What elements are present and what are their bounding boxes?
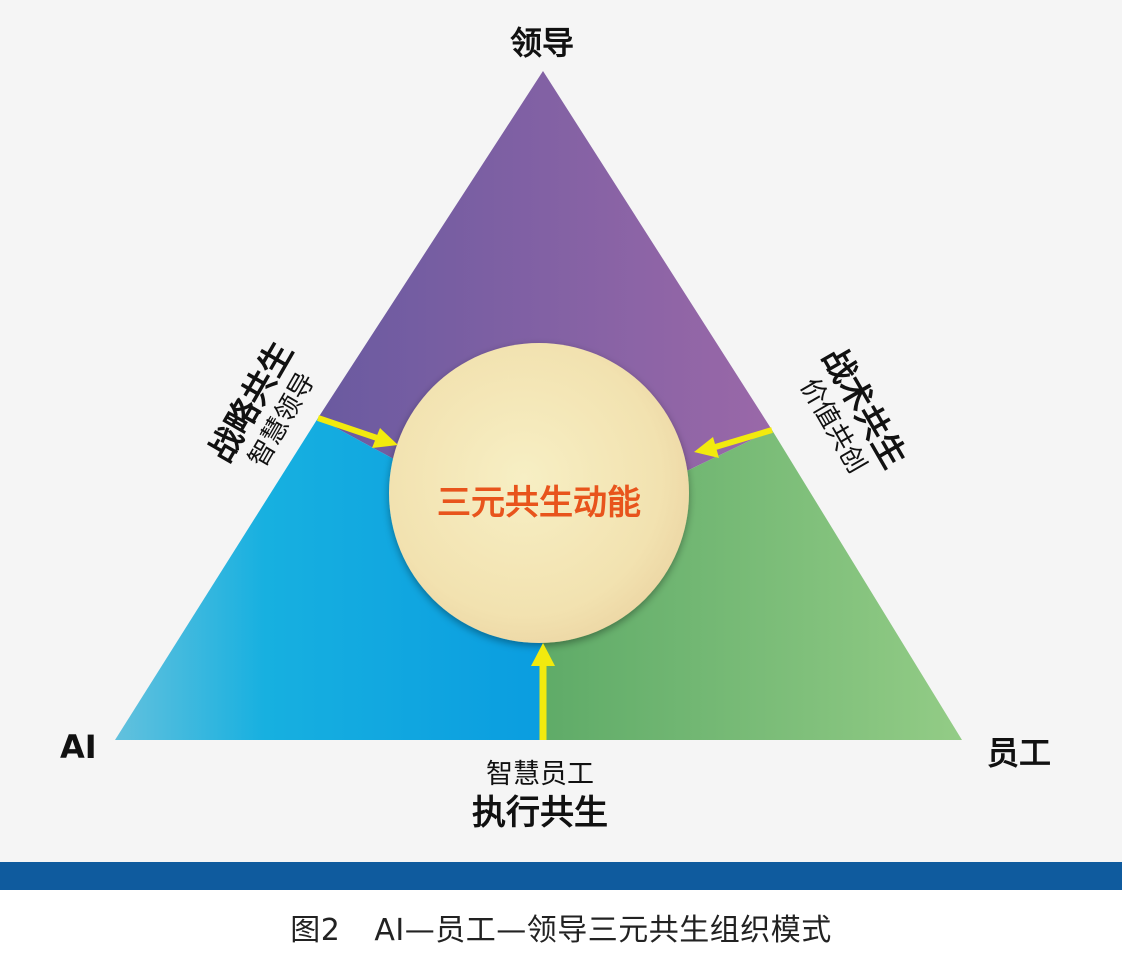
caption-text: AI—员工—领导三元共生组织模式	[374, 913, 832, 948]
bottom-side-sub: 智慧员工	[486, 759, 594, 790]
left-arrow-head	[372, 428, 398, 448]
bottom-side-main: 执行共生	[472, 793, 608, 833]
left-arrow-line	[317, 415, 381, 442]
bottom-color-bar	[0, 862, 1122, 890]
bottom-arrow-head	[531, 643, 555, 666]
vertex-top-label: 领导	[510, 24, 575, 62]
center-circle	[389, 343, 689, 643]
bottom-side-label: 智慧员工 执行共生	[430, 758, 650, 834]
right-arrow-head	[694, 437, 719, 458]
figure-caption: 图2 AI—员工—领导三元共生组织模式	[0, 905, 1122, 949]
triangle-diagram	[115, 71, 962, 740]
arrows	[317, 415, 773, 740]
right-arrow-line	[711, 427, 773, 451]
center-label: 三元共生动能	[437, 483, 641, 523]
vertex-left-label: AI	[60, 728, 97, 766]
caption-number: 图2	[290, 913, 341, 948]
vertex-right-label: 员工	[987, 734, 1052, 772]
